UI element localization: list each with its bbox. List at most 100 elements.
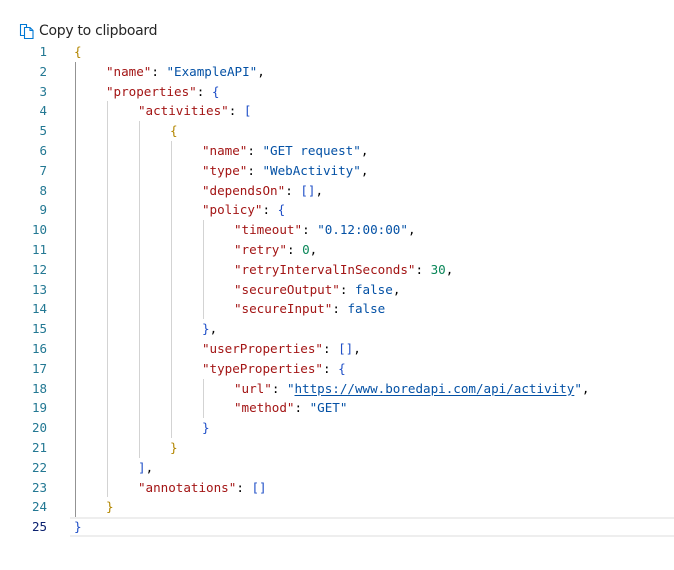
code-text: "name": "GET request",	[202, 141, 368, 161]
code-line[interactable]: 1{	[0, 42, 674, 62]
code-token: :	[196, 83, 212, 99]
code-line[interactable]: 13"secureOutput": false,	[0, 280, 674, 300]
code-token: :	[302, 222, 318, 238]
code-token: "name"	[202, 142, 248, 158]
code-line[interactable]: 5{	[0, 121, 674, 141]
line-number: 14	[31, 301, 47, 317]
line-number: 5	[39, 123, 47, 139]
code-token: "0.12:00:00"	[317, 222, 408, 238]
indent-guide	[203, 378, 204, 419]
code-line[interactable]: 19 "method": "GET"	[0, 398, 674, 418]
code-token: "type"	[202, 162, 248, 178]
code-line[interactable]: 3 "properties": {	[0, 82, 674, 102]
line-number: 20	[31, 420, 47, 436]
code-token: :	[339, 281, 355, 297]
code-token: "retryIntervalInSeconds"	[234, 261, 416, 277]
code-token: [	[243, 103, 252, 119]
code-text: "properties": {	[106, 82, 219, 102]
code-token: {	[74, 44, 82, 59]
code-text: {	[170, 121, 178, 141]
line-number: 24	[31, 499, 47, 515]
line-number: 17	[31, 360, 47, 376]
code-text: "userProperties": [],	[202, 339, 361, 359]
code-token: "dependsOn"	[202, 182, 286, 198]
code-text: "method": "GET"	[234, 398, 347, 418]
code-line[interactable]: 4"activities": [	[0, 101, 674, 121]
code-text: ],	[138, 458, 153, 478]
code-token: 0	[302, 241, 310, 257]
code-line[interactable]: 24}	[0, 497, 674, 517]
code-token: false	[347, 301, 386, 317]
code-text: "retryIntervalInSeconds": 30,	[234, 260, 453, 280]
code-token: "	[286, 380, 295, 396]
line-number: 1	[39, 44, 47, 59]
code-text: "timeout": "0.12:00:00",	[234, 220, 416, 240]
code-line[interactable]: 20}	[0, 418, 674, 438]
line-number: 10	[31, 222, 47, 238]
url-link[interactable]: https://www.boredapi.com/api/activity	[294, 380, 575, 396]
code-token: "annotations"	[138, 479, 237, 495]
code-token: {	[277, 202, 286, 218]
line-number: 3	[39, 83, 47, 99]
code-token: :	[323, 340, 339, 356]
code-token: ,	[209, 321, 218, 337]
code-token: []	[338, 340, 354, 356]
code-token: :	[247, 142, 263, 158]
code-text: }	[170, 438, 178, 458]
line-number: 2	[39, 63, 47, 79]
code-line[interactable]: 15},	[0, 319, 674, 339]
code-token: {	[170, 123, 178, 139]
indent-guide	[203, 220, 204, 320]
line-number: 15	[31, 321, 47, 337]
code-text: "annotations": []	[138, 478, 267, 498]
code-token: :	[262, 202, 278, 218]
code-line[interactable]: 18"url": "https://www.boredapi.com/api/a…	[0, 379, 674, 399]
code-text: },	[202, 319, 217, 339]
code-token: false	[355, 281, 393, 297]
code-token: ,	[353, 340, 361, 356]
code-line[interactable]: 23 "annotations": []	[0, 478, 674, 498]
code-line[interactable]: 9"policy": {	[0, 200, 674, 220]
code-token: :	[415, 261, 431, 277]
code-line[interactable]: 12"retryIntervalInSeconds": 30,	[0, 260, 674, 280]
code-line[interactable]: 6"name": "GET request",	[0, 141, 674, 161]
line-number: 23	[31, 479, 47, 495]
json-code-editor[interactable]: 1{2"name": "ExampleAPI",3"properties": {…	[0, 42, 674, 537]
code-token: "activities"	[138, 103, 229, 119]
code-token: "secureOutput"	[234, 281, 340, 297]
code-line[interactable]: 17 "typeProperties": {	[0, 359, 674, 379]
code-token: ,	[581, 380, 590, 396]
indent-guide	[139, 121, 140, 458]
indent-guide	[171, 141, 172, 438]
code-token: ,	[445, 261, 454, 277]
code-token: {	[338, 360, 346, 376]
code-token: []	[300, 182, 316, 198]
code-line[interactable]: 16"userProperties": [],	[0, 339, 674, 359]
code-line[interactable]: 21}	[0, 438, 674, 458]
code-token: :	[228, 103, 244, 119]
indent-guide	[107, 101, 108, 498]
code-line[interactable]: 2"name": "ExampleAPI",	[0, 62, 674, 82]
code-text: }	[106, 497, 114, 517]
line-number: 9	[39, 202, 47, 218]
code-text: }	[202, 418, 210, 438]
code-token: }	[202, 321, 210, 337]
line-number: 19	[31, 400, 47, 416]
code-line[interactable]: 14"secureInput": false	[0, 299, 674, 319]
copy-to-clipboard-button[interactable]: Copy to clipboard	[19, 21, 157, 41]
code-token: :	[332, 301, 348, 317]
code-line[interactable]: 8"dependsOn": [],	[0, 181, 674, 201]
line-number: 21	[31, 439, 47, 455]
code-line[interactable]: 22],	[0, 458, 674, 478]
code-token: ,	[309, 241, 318, 257]
code-line[interactable]: 25}	[0, 517, 674, 537]
code-text: "typeProperties": {	[202, 359, 346, 379]
copy-icon	[19, 23, 34, 39]
code-token: ,	[407, 222, 416, 238]
code-token: "GET"	[309, 400, 348, 416]
code-line[interactable]: 7"type": "WebActivity",	[0, 161, 674, 181]
code-text: {	[74, 42, 82, 62]
code-line[interactable]: 11"retry": 0,	[0, 240, 674, 260]
code-line[interactable]: 10 "timeout": "0.12:00:00",	[0, 220, 674, 240]
line-number: 18	[31, 380, 47, 396]
